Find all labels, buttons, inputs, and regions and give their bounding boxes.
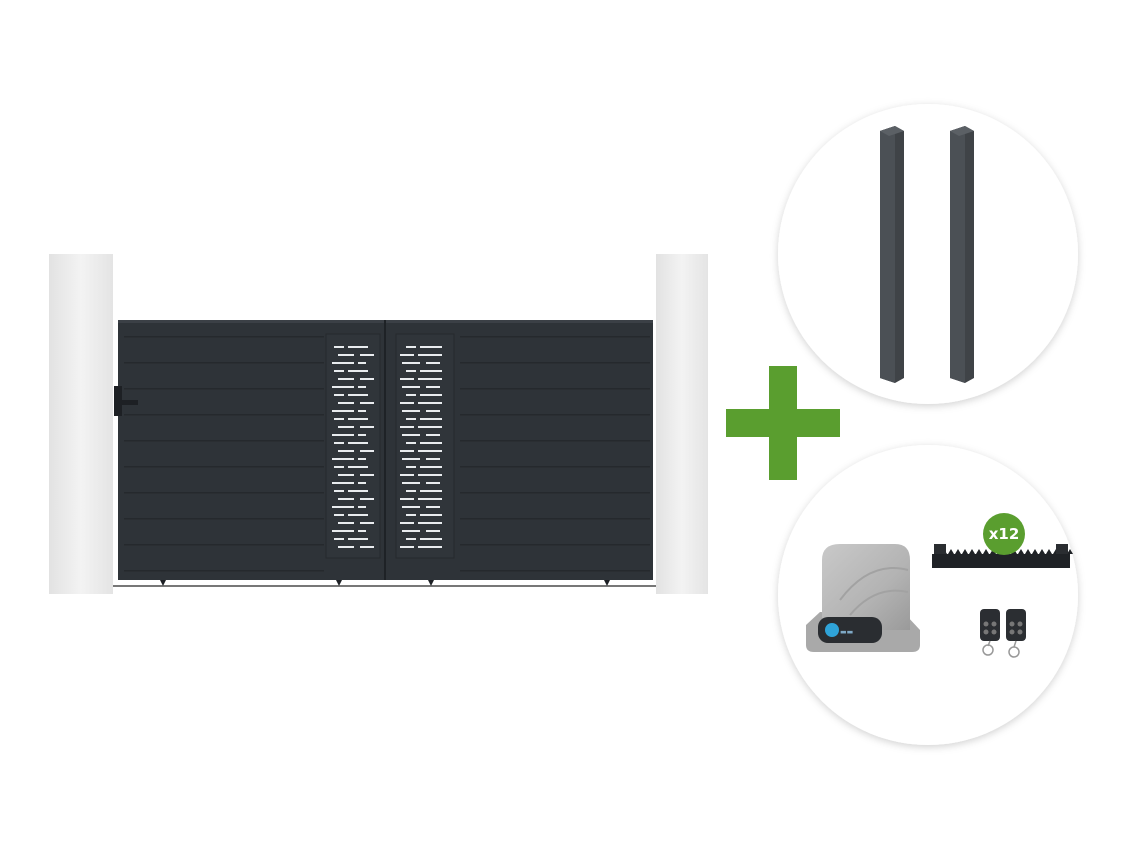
gate-handle (114, 386, 138, 416)
post-left (880, 126, 904, 383)
gate-perforations (332, 346, 442, 548)
decor-panel-left (325, 333, 381, 559)
rack-quantity-badge (983, 513, 1025, 555)
posts (880, 126, 974, 383)
svg-text:▬▬: ▬▬ (840, 628, 853, 636)
gate-slats (124, 336, 650, 572)
plus-icon (726, 366, 840, 480)
remote-controls (980, 609, 1026, 658)
right-pillar (656, 254, 708, 594)
post-right (950, 126, 974, 383)
gear-rack (932, 544, 1073, 568)
decor-panel-right (395, 333, 455, 559)
posts-circle (778, 104, 1078, 404)
gate-motor: ▬▬ (806, 544, 920, 652)
left-pillar (49, 254, 113, 594)
gate-wheels (160, 580, 610, 586)
remote-right (1006, 609, 1026, 658)
remote-left (980, 609, 1000, 656)
rack-quantity-label: x12 (988, 525, 1020, 543)
gate (114, 320, 653, 586)
